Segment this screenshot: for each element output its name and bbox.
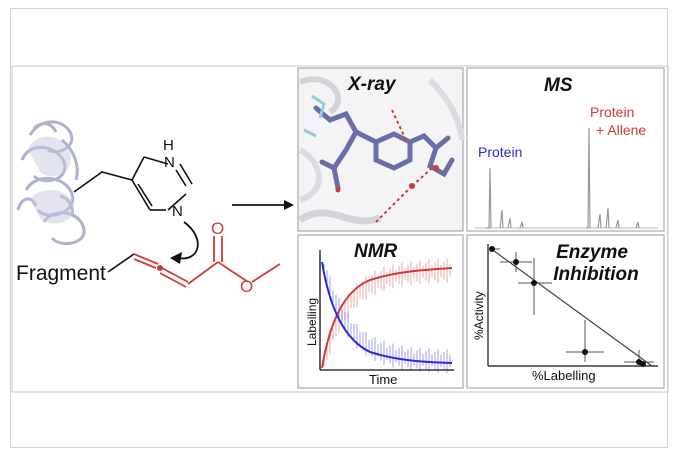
xray-title: X-ray — [347, 74, 397, 95]
linker-bond — [73, 171, 133, 193]
ms-peak-adduct-label-2: + Allene — [596, 122, 646, 138]
imidazole-ring — [131, 156, 193, 211]
enzyme-x-label: %Labelling — [532, 368, 596, 383]
imidazole-n-bottom: N — [172, 203, 183, 220]
enzyme-title-1: Enzyme — [556, 242, 628, 263]
nmr-title: NMR — [354, 241, 398, 262]
xray-panel: X-ray — [297, 67, 465, 232]
nmr-panel: NMR Time Labelling — [297, 234, 464, 389]
nmr-blue-errorbars — [323, 263, 451, 374]
nmr-red-curve — [321, 267, 453, 369]
enzyme-points — [489, 246, 646, 367]
enzyme-title-2: Inhibition — [553, 264, 638, 285]
attack-arrowhead — [170, 252, 182, 264]
ms-peak-adduct-label-1: Protein — [590, 104, 634, 120]
nmr-y-label: Labelling — [305, 298, 319, 346]
fragment-label: Fragment — [16, 262, 106, 285]
ms-title: MS — [544, 75, 573, 96]
nmr-x-label: Time — [369, 372, 397, 387]
ester-single-o: O — [240, 277, 253, 296]
enzyme-y-label: %Activity — [472, 291, 486, 340]
fragment-bond — [107, 253, 135, 273]
nmr-blue-curve — [321, 261, 453, 364]
ms-panel: MS Protein Protein + Allene — [466, 67, 665, 232]
imidazole-h-top: H — [163, 137, 174, 154]
ms-spectrum — [486, 127, 640, 229]
reaction-arrowhead — [284, 200, 294, 210]
inner-border — [11, 65, 669, 393]
enzyme-fit-line — [489, 247, 653, 367]
curved-attack-arrow — [177, 221, 199, 260]
allene-central-carbon — [157, 265, 163, 271]
ester-carbonyl-o: O — [211, 219, 224, 238]
ribbon-helix-fill-2 — [30, 189, 75, 224]
ribbon-helix-fill — [28, 136, 71, 177]
enzyme-panel: Enzyme Inhibition %Labelling %Activity — [466, 234, 665, 389]
allene-ester — [133, 236, 281, 288]
ms-peak-protein-label: Protein — [478, 144, 522, 160]
imidazole-n-top: N — [164, 154, 175, 171]
